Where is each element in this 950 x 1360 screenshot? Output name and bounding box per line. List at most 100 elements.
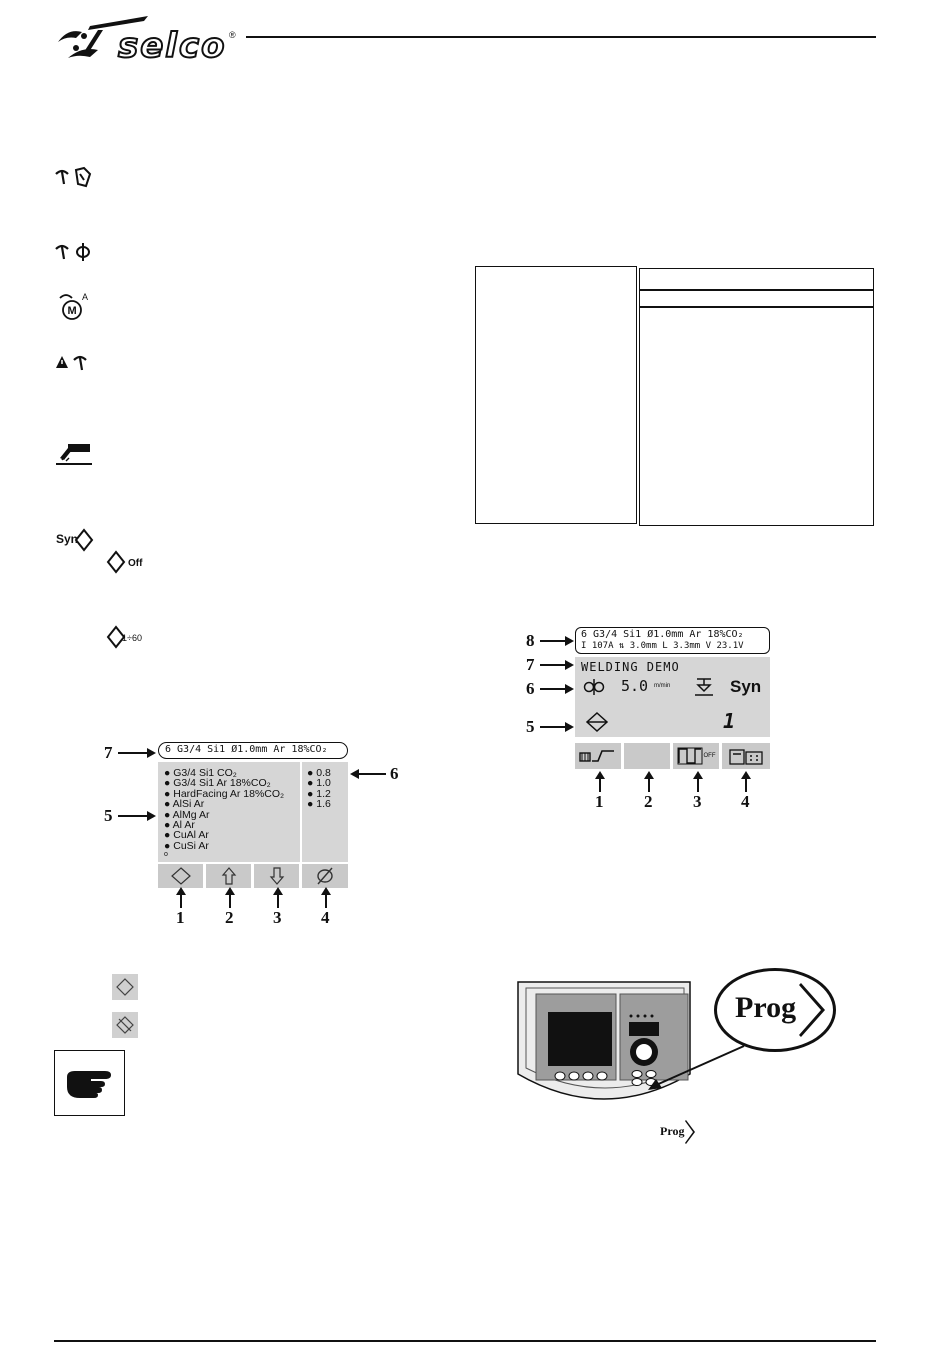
prog-diamond-icon (799, 983, 825, 1037)
softkey-pulse[interactable]: OFF (673, 743, 721, 769)
table-right-cell (639, 268, 874, 526)
arrow-down-icon (269, 867, 284, 885)
prog-small-label: Prog (660, 1124, 685, 1138)
warning-torch-icon (54, 352, 94, 377)
list-item[interactable]: ● 1.6 (307, 798, 331, 811)
display-a-header: 6 G3/4 Si1 Ø1.0mm Ar 18%CO₂ (158, 742, 348, 759)
callout-6: 6 (390, 764, 399, 783)
list-item[interactable]: ● G3/4 Si1 CO₂ (164, 767, 237, 779)
list-item[interactable]: ● Al Ar (164, 819, 195, 832)
softkey-diameter[interactable] (302, 864, 348, 888)
note-box (54, 1050, 125, 1116)
callout-7: 7 (526, 655, 535, 674)
prog-key-small: Prog (660, 1118, 700, 1146)
material-list-panel: ● G3/4 Si1 CO₂ ● G3/4 Si1 Ar 18%CO₂ ● Ha… (158, 762, 300, 862)
display-b-header: 6 G3/4 Si1 Ø1.0mm Ar 18%CO₂ I 107A ⇅ 3.0… (575, 627, 770, 654)
table-rule (640, 289, 873, 291)
key-arrow (176, 887, 186, 908)
callout-arrow (540, 636, 574, 646)
welding-gun-icon (54, 440, 94, 471)
key-number: 2 (225, 908, 234, 927)
svg-text:M: M (68, 305, 77, 317)
key-number: 2 (644, 792, 653, 811)
list-item[interactable]: ● AlSi Ar (164, 798, 205, 811)
table-left-cell (475, 266, 637, 524)
arrow-up-icon (221, 867, 236, 885)
list-item[interactable]: ● CuSi Ar (164, 839, 209, 852)
prog-zoom-label: Prog (735, 991, 797, 1024)
settings-panel-icon (729, 749, 763, 765)
display-b: 6 G3/4 Si1 Ø1.0mm Ar 18%CO₂ I 107A ⇅ 3.0… (575, 627, 770, 769)
program-key-icon (112, 974, 138, 1000)
display-b-softkeys: OFF (575, 743, 770, 769)
list-item[interactable]: ● HardFacing Ar 18%CO₂ (164, 787, 285, 800)
callout-5: 5 (104, 806, 113, 825)
key-arrow (225, 887, 235, 908)
key-arrow (321, 887, 331, 908)
callout-8: 8 (526, 631, 535, 650)
key-number: 1 (176, 908, 185, 927)
display-b-main: WELDING DEMO 5.0 m/min Syn 1 (575, 657, 770, 737)
callout-arrow (350, 769, 386, 779)
control-panel (514, 978, 694, 1114)
callout-arrow (118, 811, 156, 821)
svg-text:A: A (82, 292, 88, 302)
pulse-icon (677, 747, 702, 765)
header-line-2: I 107A ⇅ 3.0mm L 3.3mm V 23.1V (581, 641, 744, 651)
callout-5: 5 (526, 717, 535, 736)
registered-mark: ® (229, 30, 236, 40)
list-item[interactable]: ● CuAl Ar (164, 829, 209, 842)
key-number: 4 (321, 908, 330, 927)
range-label: 1÷60 (122, 633, 142, 643)
wire-feed-icon (583, 679, 605, 695)
softkey-down[interactable] (254, 864, 301, 888)
display-title: WELDING DEMO (581, 660, 680, 674)
softkey-up[interactable] (206, 864, 253, 888)
display-a: 6 G3/4 Si1 Ø1.0mm Ar 18%CO₂ ● G3/4 Si1 C… (158, 742, 348, 888)
diameter-icon (317, 867, 333, 885)
key-arrow (273, 887, 283, 908)
motor-current-icon: M A (54, 290, 94, 329)
process-icon (579, 750, 614, 762)
softkey-empty[interactable] (624, 743, 672, 769)
program-off-icon: Off (106, 550, 156, 574)
callout-arrow (540, 684, 574, 694)
pointing-hand-icon (67, 1071, 111, 1098)
callout-arrow (540, 722, 574, 732)
syn-program-icon: Syn (54, 528, 94, 554)
table-rule (640, 306, 873, 308)
program-diamond-icon (585, 711, 609, 733)
key-arrow (644, 771, 654, 792)
torch-trigger-icon (54, 166, 94, 193)
list-item[interactable]: ● AlMg Ar (164, 808, 210, 821)
list-item[interactable]: ● G3/4 Si1 Ar 18%CO₂ (164, 777, 271, 790)
key-number: 3 (273, 908, 282, 927)
callout-arrow (118, 748, 156, 758)
syn-label: Syn (56, 532, 79, 546)
display-a-softkeys (158, 864, 348, 888)
program-delete-key-icon (112, 1012, 138, 1038)
list-footnote: o (164, 851, 168, 859)
header-line-1: 6 G3/4 Si1 Ø1.0mm Ar 18%CO₂ (581, 629, 744, 640)
key-arrow (693, 771, 703, 792)
list-item[interactable]: ● 1.0 (307, 777, 331, 790)
key-number: 3 (693, 792, 702, 811)
program-range-icon: 1÷60 (106, 625, 166, 649)
pulse-off-label: OFF (703, 753, 716, 759)
softkey-program[interactable] (158, 864, 205, 888)
prog-zoom-bubble: Prog (714, 968, 836, 1052)
key-number: 4 (741, 792, 750, 811)
key-arrow (741, 771, 751, 792)
torch-phi-icon (54, 241, 94, 268)
footer-rule (54, 1340, 876, 1342)
program-diamond-icon (170, 867, 191, 885)
zoom-pointer-arrow (648, 1045, 745, 1090)
key-number: 1 (595, 792, 604, 811)
key-arrow (595, 771, 605, 792)
wire-speed-value: 5.0 (621, 677, 649, 695)
callout-7: 7 (104, 743, 113, 762)
list-item[interactable]: ● 0.8 (307, 767, 331, 779)
softkey-settings[interactable] (722, 743, 770, 769)
list-item[interactable]: ● 1.2 (307, 787, 331, 800)
softkey-process[interactable] (575, 743, 623, 769)
